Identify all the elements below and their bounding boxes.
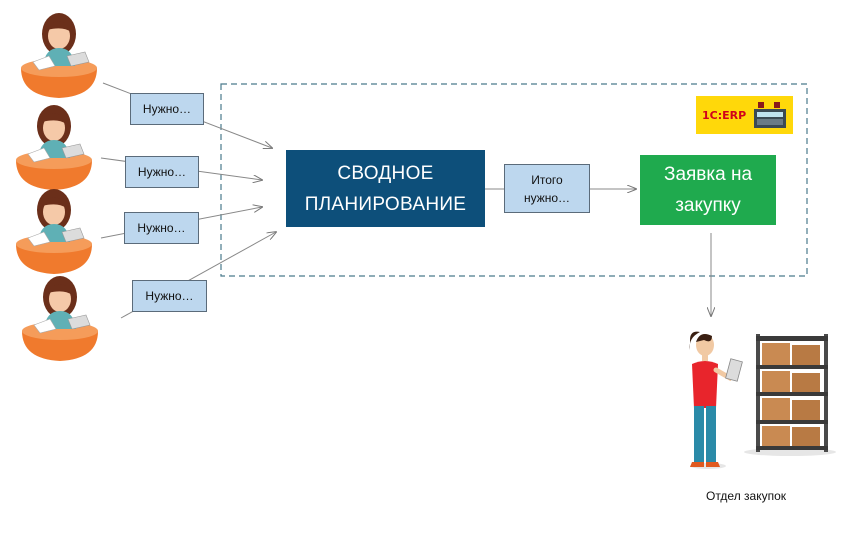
total-needed-box: Итого нужно… bbox=[504, 164, 590, 213]
warehouse-shelf-icon bbox=[744, 334, 836, 456]
total-line-1: Итого bbox=[531, 172, 563, 187]
requester-label-4: Нужно… bbox=[132, 280, 207, 312]
order-line-1: Заявка на bbox=[663, 164, 753, 185]
purchasing-department-caption: Отдел закупок bbox=[706, 489, 787, 503]
erp-badge: 1С:ERP bbox=[696, 96, 793, 134]
total-line-2: нужно… bbox=[523, 190, 571, 205]
purchase-request-box: Заявка на закупку bbox=[640, 155, 776, 225]
requester-label-1: Нужно… bbox=[130, 93, 204, 125]
erp-system-frame bbox=[220, 83, 808, 277]
summary-planning-box: СВОДНОЕ ПЛАНИРОВАНИЕ bbox=[286, 150, 485, 227]
order-line-2: закупку bbox=[675, 195, 741, 216]
requester-label-3: Нужно… bbox=[124, 212, 199, 244]
erp-badge-text: 1С:ERP bbox=[702, 108, 747, 122]
cash-register-icon bbox=[754, 102, 787, 128]
planning-line-2: ПЛАНИРОВАНИЕ bbox=[304, 193, 467, 215]
requester-label-2: Нужно… bbox=[125, 156, 199, 188]
purchasing-employee-icon bbox=[689, 331, 743, 469]
planning-line-1: СВОДНОЕ bbox=[337, 162, 434, 184]
